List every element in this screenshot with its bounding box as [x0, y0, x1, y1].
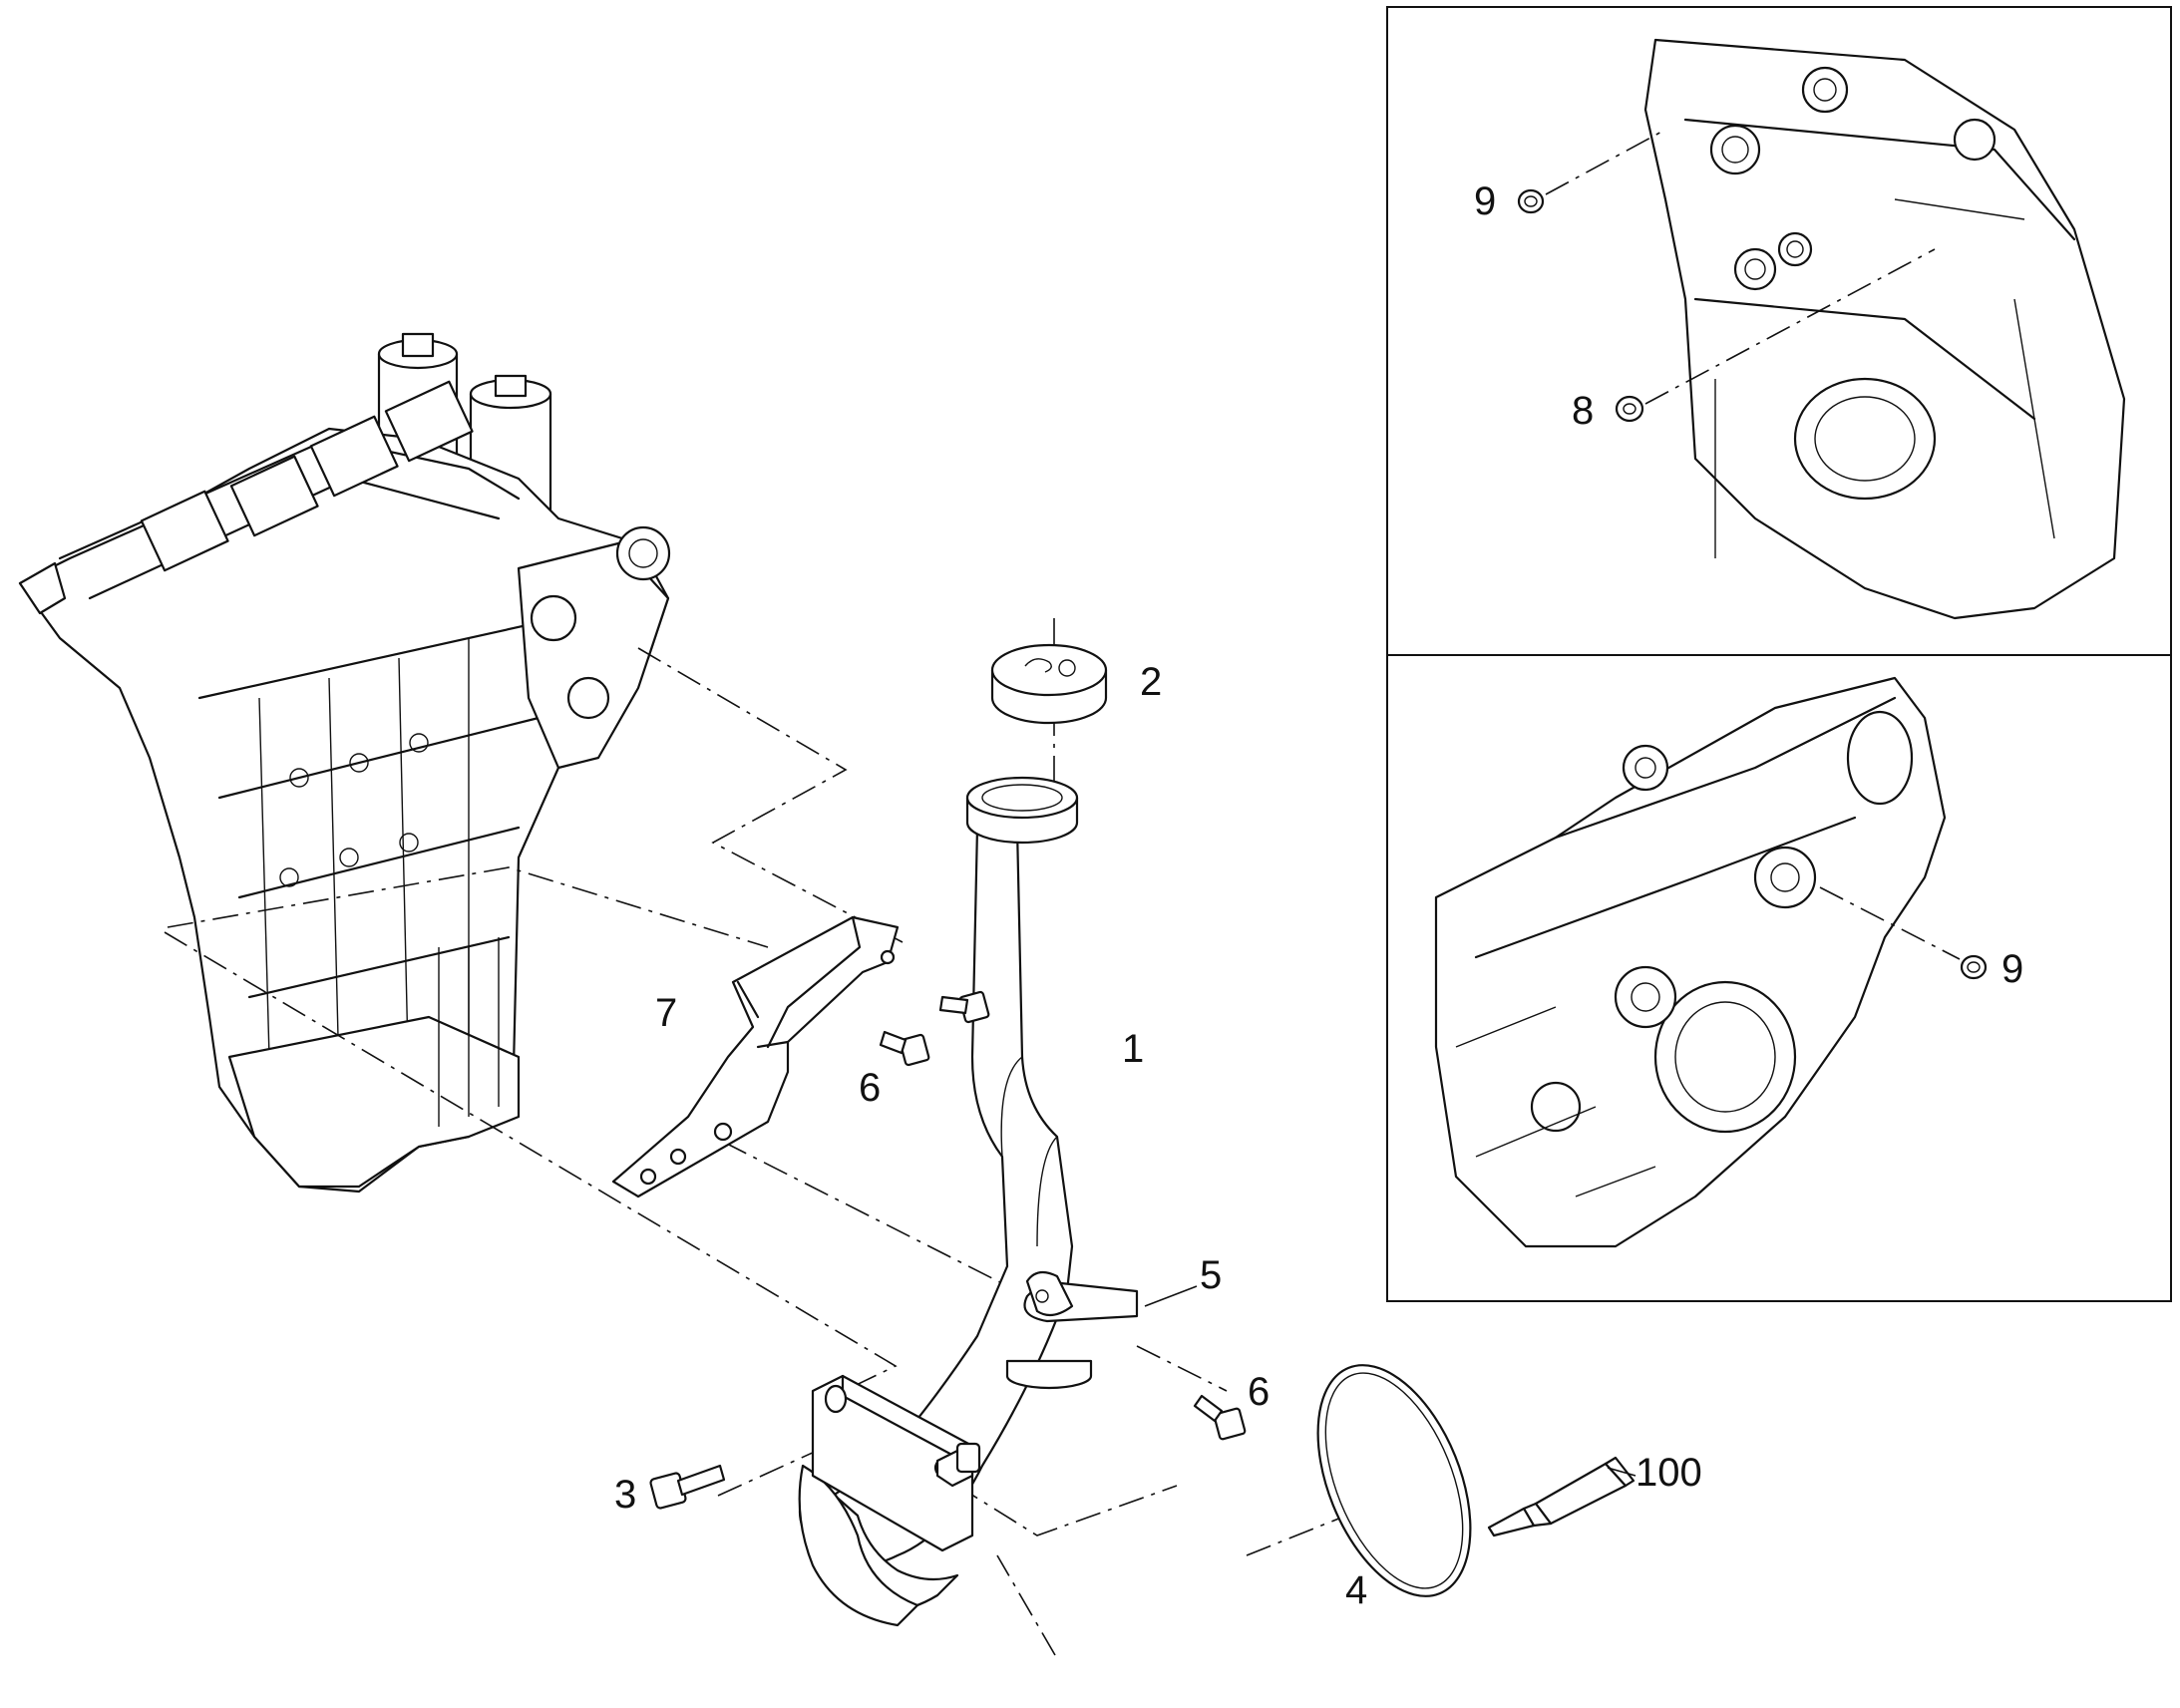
callout-6-clamp: 6	[1248, 1370, 1270, 1414]
filler-cap	[990, 643, 1108, 725]
inset-top	[1386, 6, 2172, 656]
plug-8	[1615, 395, 1644, 423]
injector-housings	[140, 380, 474, 572]
bolt-flange	[649, 1464, 726, 1510]
leader-lines	[1144, 1285, 1636, 1477]
plug-9-top	[1517, 188, 1545, 214]
bolt-clamp	[1193, 1394, 1247, 1441]
callout-7: 7	[655, 991, 677, 1035]
bolt-bracket-upper	[938, 990, 990, 1024]
mounting-bracket	[611, 915, 900, 1198]
callout-9-top: 9	[1474, 179, 1496, 223]
callout-8: 8	[1572, 389, 1594, 433]
bolt-bracket-lower	[879, 1030, 930, 1067]
o-ring	[1316, 1364, 1472, 1597]
inset-bottom	[1386, 654, 2172, 1302]
callout-5: 5	[1200, 1253, 1222, 1297]
callout-9-bottom: 9	[2001, 947, 2023, 991]
engine-block	[18, 332, 671, 1194]
callout-2: 2	[1140, 660, 1162, 704]
pipe-clamp	[1023, 1270, 1139, 1323]
callout-4: 4	[1345, 1568, 1367, 1612]
callout-3: 3	[614, 1473, 636, 1517]
callout-1: 1	[1122, 1027, 1144, 1071]
plug-9-bottom	[1960, 954, 1988, 980]
filler-pipe	[798, 776, 1093, 1627]
pipe-flange	[811, 1374, 981, 1552]
callout-6-bracket: 6	[859, 1066, 881, 1110]
callout-100: 100	[1635, 1451, 1702, 1495]
assembly-lines	[164, 618, 1397, 1656]
callout-labels: 1 2 3 4 5 6 6 7 8 9 9 100	[614, 179, 2023, 1612]
